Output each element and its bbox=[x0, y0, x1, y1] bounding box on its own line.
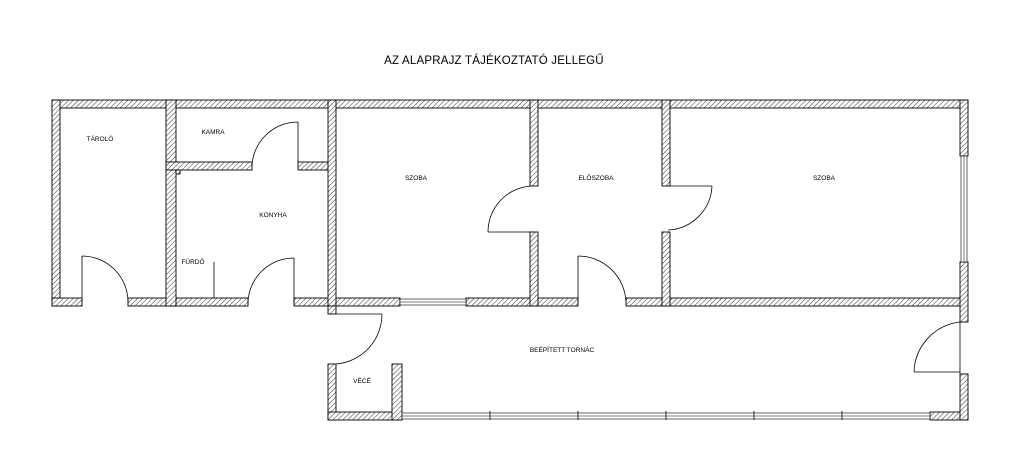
door-szoba-right bbox=[666, 185, 713, 231]
terrace-wall-bottom-wc bbox=[327, 411, 403, 421]
label-szoba-left: SZOBA bbox=[405, 175, 428, 182]
wall-bottom-szoba bbox=[327, 297, 401, 307]
door-szoba bbox=[487, 185, 534, 233]
wc-wall-right bbox=[391, 363, 403, 421]
label-konyha: KONYHA bbox=[259, 212, 287, 219]
exterior-walls bbox=[51, 99, 969, 323]
label-tarolo: TÁROLÓ bbox=[87, 134, 114, 143]
plan-title: AZ ALAPRAJZ TÁJÉKOZTATÓ JELLEGŰ bbox=[384, 53, 604, 67]
label-kamra: KAMRA bbox=[201, 129, 225, 136]
door-terrace-right bbox=[913, 321, 961, 374]
wall-top bbox=[51, 99, 969, 109]
wall-bottom-szoba-b bbox=[465, 297, 579, 307]
wall-eloszoba-szoba-b bbox=[661, 231, 671, 307]
door-eloszoba bbox=[577, 255, 627, 304]
label-eloszoba: ELŐSZOBA bbox=[578, 173, 614, 182]
wall-bottom-konyha-a bbox=[167, 297, 249, 307]
label-szoba-right: SZOBA bbox=[813, 175, 836, 182]
terrace-walls bbox=[327, 305, 969, 421]
wall-szoba-eloszoba-a bbox=[529, 99, 539, 187]
wall-konyha-szoba bbox=[327, 99, 337, 307]
door-kamra bbox=[251, 121, 299, 167]
terrace-wall-right bbox=[959, 373, 969, 421]
wall-bottom-eloszoba bbox=[625, 297, 963, 307]
door-tarolo bbox=[81, 255, 129, 304]
door-terrace-wc bbox=[335, 313, 383, 365]
wall-right-upper bbox=[959, 99, 969, 157]
wall-right-mid bbox=[959, 261, 969, 323]
label-wc: VÉCÉ bbox=[353, 376, 371, 385]
room-labels: TÁROLÓ KAMRA KONYHA FÜRDŐ SZOBA ELŐSZOBA… bbox=[87, 129, 836, 385]
wall-bottom-tarolo-a bbox=[51, 297, 83, 307]
door-konyha bbox=[247, 257, 295, 304]
terrace-wall-left-upper bbox=[327, 305, 337, 315]
wall-kamra-bottom-a bbox=[165, 161, 253, 171]
interior-walls bbox=[165, 99, 671, 307]
label-furdo: FÜRDŐ bbox=[181, 257, 204, 266]
wall-szoba-eloszoba-b bbox=[529, 231, 539, 307]
window-mullions bbox=[489, 411, 843, 420]
furdo-partition bbox=[175, 169, 181, 175]
wall-tarolo-kamra bbox=[165, 99, 177, 307]
label-terrace: BEÉPÍTETT TORNÁC bbox=[530, 345, 595, 354]
doors bbox=[81, 121, 961, 374]
wall-eloszoba-szoba-a bbox=[661, 99, 671, 187]
windows bbox=[399, 155, 968, 420]
wall-left bbox=[51, 99, 61, 307]
